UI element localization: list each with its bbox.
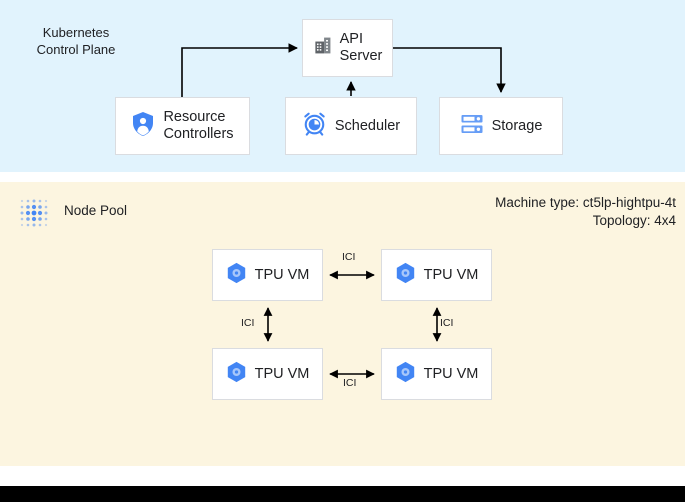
ici-label-left: ICI [241,317,255,329]
node-storage-label: Storage [491,117,543,134]
node-pool-label: Node Pool [64,203,128,218]
tpu-hex-icon [395,361,416,388]
ici-label-right: ICI [440,317,454,329]
shield-user-icon [131,111,155,142]
bottom-bar [0,486,685,502]
storage-rack-icon [460,113,484,140]
dot-grid-icon [16,195,52,236]
node-tpu-vm-0-label: TPU VM [254,266,310,283]
tpu-hex-icon [395,262,416,289]
machine-type-line: Machine type: ct5lp-hightpu-4t [495,195,676,210]
node-tpu-vm-3[interactable]: TPU VM [381,348,492,400]
node-tpu-vm-1[interactable]: TPU VM [381,249,492,301]
node-tpu-vm-0[interactable]: TPU VM [212,249,323,301]
node-scheduler-label: Scheduler [334,117,401,134]
machine-info: Machine type: ct5lp-hightpu-4t Topology:… [495,194,676,230]
node-pool-panel [0,182,685,466]
node-api-server-label: API Server [339,31,383,64]
tpu-hex-icon [226,262,247,289]
tpu-hex-icon [226,361,247,388]
ici-label-top: ICI [342,251,356,263]
node-tpu-vm-2-label: TPU VM [254,365,310,382]
node-resource-controllers-label: Resource Controllers [163,109,234,142]
ici-label-bottom: ICI [343,377,357,389]
topology-line: Topology: 4x4 [592,213,676,228]
node-tpu-vm-1-label: TPU VM [423,266,479,283]
node-scheduler[interactable]: Scheduler [285,97,417,155]
node-resource-controllers[interactable]: Resource Controllers [115,97,250,155]
node-tpu-vm-3-label: TPU VM [423,365,479,382]
control-plane-label: Kubernetes Control Plane [36,25,116,57]
server-building-icon [313,36,332,60]
node-storage[interactable]: Storage [439,97,563,155]
node-api-server[interactable]: API Server [302,19,393,77]
node-tpu-vm-2[interactable]: TPU VM [212,348,323,400]
alarm-clock-icon [302,111,327,141]
